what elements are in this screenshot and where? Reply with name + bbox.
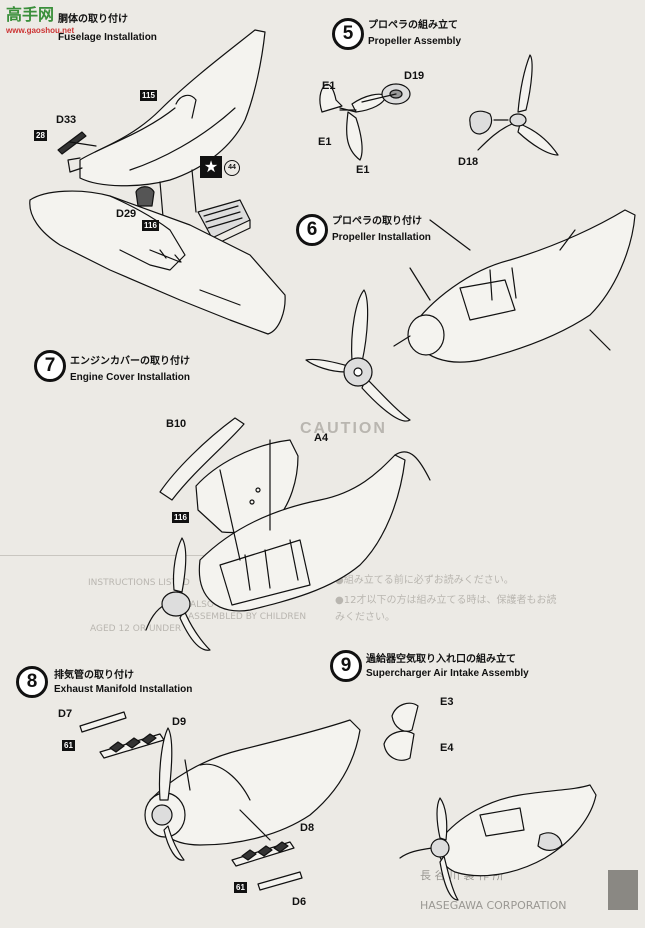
step6-fuselage [393,209,636,363]
d6-part [257,871,303,891]
caution-line-1: INSTRUCTIONS LISTED [88,578,190,588]
step5-number: 5 [332,18,364,50]
part-label-d6: D6 [292,896,307,908]
watermark-name: 高手网 [6,5,55,24]
step7-number: 7 [34,350,66,382]
d29-part [135,186,155,207]
part-label-d8: D8 [300,822,315,834]
maker-name-en: HASEGAWA CORPORATION [420,899,567,912]
color-badge-61-top: 61 [62,740,75,751]
part-label-d33: D33 [56,114,77,126]
decal-star-icon: ★ [200,156,222,178]
decal-number: 44 [224,160,240,176]
part-label-d19: D19 [404,70,425,82]
step8-propeller [151,727,185,861]
propeller-blades-left [319,83,387,161]
part-label-e3: E3 [440,696,454,708]
step7-fuselage [198,439,431,612]
part-label-b10: B10 [166,418,187,430]
assembled-propeller-right [469,54,559,156]
fuselage-drawing [67,29,266,241]
bleed-through-text: CAUTION [300,420,387,438]
part-label-d9: D9 [172,716,187,728]
corner-block [608,870,638,910]
step6-title-en: Propeller Installation [332,232,431,243]
e4-part [383,730,415,761]
wing-drawing [29,190,286,335]
b10-cowl-part [159,417,245,501]
step4-title-en: Fuselage Installation [58,32,157,43]
caution-line-3: ASSEMBLED BY CHILDREN [188,612,307,622]
d8-exhaust-part [231,841,295,867]
divider-line [0,555,300,556]
color-badge-116-cowl: 116 [172,512,189,523]
step7-propeller [145,537,211,651]
d33-part [57,131,97,155]
step9-propeller [399,797,459,901]
step9-number: 9 [330,650,362,682]
step4-title-jp: 胴体の取り付け [58,14,128,25]
step6-propeller [305,289,411,422]
step9-fuselage [437,784,597,877]
maker-name-jp: 長 谷 川 製 作 所 [420,869,504,882]
step7-title-jp: エンジンカバーの取り付け [70,356,190,367]
step5-title-en: Propeller Assembly [368,36,462,47]
part-label-a4: A4 [314,432,329,444]
part-label-d7: D7 [58,708,73,720]
part-label-e4: E4 [440,742,454,754]
color-badge-116-top: 116 [142,220,159,231]
caution-jp-3: みください。 [335,612,395,623]
step5-title-jp: プロペラの組み立て [368,20,458,31]
part-label-e1-bottom: E1 [356,164,370,176]
d19-spinner-back [361,83,411,105]
step6-number: 6 [296,214,328,246]
d9-exhaust-part [99,733,165,759]
part-label-e1-top: E1 [322,80,336,92]
step8-title-en: Exhaust Manifold Installation [54,684,193,695]
caution-heading: CAUTION [300,420,387,437]
step6-title-jp: プロペラの取り付け [332,216,422,227]
part-label-e1-left: E1 [318,136,332,148]
e3-part [391,702,419,732]
caution-jp-2: ●12才以下の方は組み立てる時は、保護者もお読 [335,595,557,606]
part-label-d29: D29 [116,208,137,220]
color-badge-28: 28 [34,130,47,141]
part-label-d18: D18 [458,156,479,168]
d7-part [79,711,127,733]
color-badge-115: 115 [140,90,157,101]
watermark-url: www.gaoshou.net [6,26,75,35]
color-badge-61-bottom: 61 [234,882,247,893]
step9-title-jp: 過給器空気取り入れ口の組み立て [366,654,516,665]
caution-line-4: AGED 12 OR UNDER [90,624,182,634]
caution-jp-1: ●組み立てる前に必ずお読みください。 [335,575,514,586]
step8-fuselage [144,719,361,846]
step8-number: 8 [16,666,48,698]
step8-title-jp: 排気管の取り付け [54,670,134,681]
step7-title-en: Engine Cover Installation [70,372,191,383]
step9-title-en: Supercharger Air Intake Assembly [366,668,529,679]
